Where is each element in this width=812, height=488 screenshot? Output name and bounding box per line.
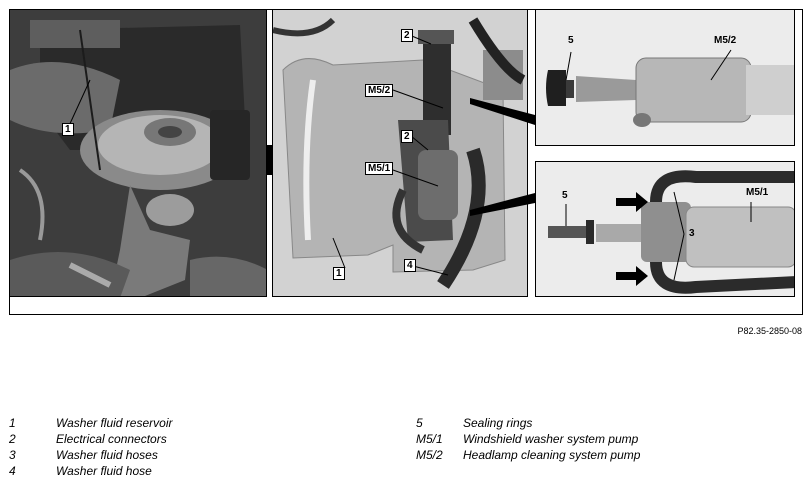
callout-5-top-right: 5 — [568, 35, 574, 46]
legend-text: Windshield washer system pump — [463, 432, 639, 446]
callout-m5-2-mid: M5/2 — [365, 84, 394, 97]
engine-bay-illustration — [10, 10, 266, 296]
legend-item: 3 Washer fluid hoses — [9, 448, 389, 464]
legend-key: 3 — [9, 448, 16, 462]
reservoir-illustration — [273, 10, 527, 296]
legend-key: M5/1 — [416, 432, 443, 446]
reservoir-detail-panel: 2 M5/2 2 M5/1 1 4 — [272, 9, 528, 297]
legend-key: 5 — [416, 416, 423, 430]
legend-item: 5 Sealing rings — [416, 416, 806, 432]
legend-key: 2 — [9, 432, 16, 446]
legend-left: 1 Washer fluid reservoir 2 Electrical co… — [9, 416, 389, 480]
legend-item: 1 Washer fluid reservoir — [9, 416, 389, 432]
windshield-pump-detail-panel: 5 M5/1 3 — [535, 161, 795, 297]
headlamp-pump-detail-panel: 5 M5/2 — [535, 9, 795, 146]
arrow-right-icon — [616, 192, 648, 212]
windshield-pump-illustration — [536, 162, 794, 296]
legend-item: M5/1 Windshield washer system pump — [416, 432, 806, 448]
legend-text: Headlamp cleaning system pump — [463, 448, 641, 462]
figure-reference: P82.35-2850-08 — [737, 326, 802, 336]
callout-4-mid: 4 — [404, 259, 416, 272]
engine-bay-photo-panel: 1 — [9, 9, 267, 297]
callout-2-mid: 2 — [401, 130, 413, 143]
callout-2-top: 2 — [401, 29, 413, 42]
arrow-right-icon — [616, 266, 648, 286]
legend-text: Electrical connectors — [56, 432, 167, 446]
callout-1-mid: 1 — [333, 267, 345, 280]
legend-key: M5/2 — [416, 448, 443, 462]
callout-5-bottom-right: 5 — [562, 190, 568, 201]
legend-text: Washer fluid hose — [56, 464, 152, 478]
callout-3-bottom-right: 3 — [689, 228, 695, 239]
legend-text: Washer fluid reservoir — [56, 416, 173, 430]
callout-m5-1-mid: M5/1 — [365, 162, 394, 175]
legend-right: 5 Sealing rings M5/1 Windshield washer s… — [416, 416, 806, 464]
callout-1-left: 1 — [62, 123, 74, 136]
legend-text: Sealing rings — [463, 416, 533, 430]
callout-m5-1-bottom-right: M5/1 — [746, 187, 769, 198]
legend-text: Washer fluid hoses — [56, 448, 158, 462]
legend-item: 2 Electrical connectors — [9, 432, 389, 448]
legend-item: M5/2 Headlamp cleaning system pump — [416, 448, 806, 464]
legend-key: 4 — [9, 464, 16, 478]
callout-m5-2-top-right: M5/2 — [714, 35, 737, 46]
legend-key: 1 — [9, 416, 16, 430]
legend-item: 4 Washer fluid hose — [9, 464, 389, 480]
headlamp-pump-illustration — [536, 10, 794, 145]
